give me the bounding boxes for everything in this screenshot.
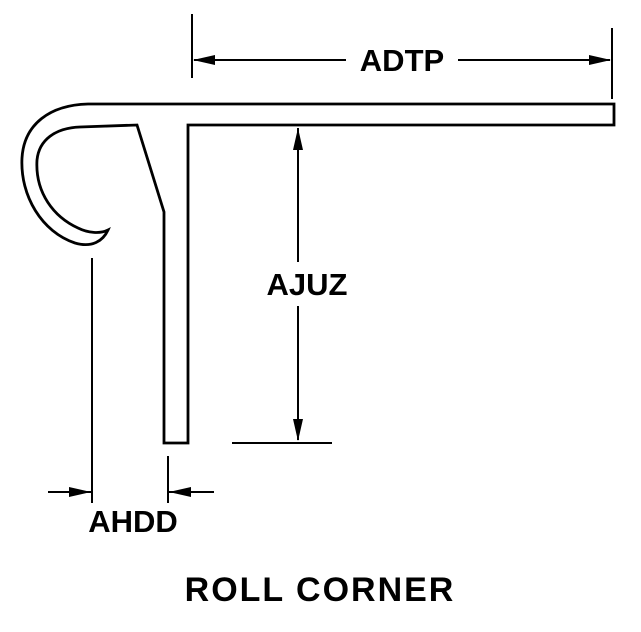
adtp-arrow-right-icon xyxy=(589,55,611,65)
dimension-ahdd: AHDD xyxy=(48,258,214,539)
adtp-arrow-left-icon xyxy=(193,55,215,65)
ahdd-label: AHDD xyxy=(88,504,178,539)
profile xyxy=(20,102,616,445)
ajuz-arrow-down-icon xyxy=(293,419,303,441)
profile-outline xyxy=(20,102,616,445)
adtp-label: ADTP xyxy=(360,43,444,78)
ahdd-arrow-left-icon xyxy=(169,487,191,497)
dimension-ajuz: AJUZ xyxy=(232,128,348,444)
dimension-adtp: ADTP xyxy=(191,14,613,99)
diagram-title: ROLL CORNER xyxy=(185,571,456,609)
ajuz-label: AJUZ xyxy=(267,267,348,302)
ahdd-arrow-right-icon xyxy=(69,487,91,497)
ajuz-arrow-up-icon xyxy=(293,128,303,150)
